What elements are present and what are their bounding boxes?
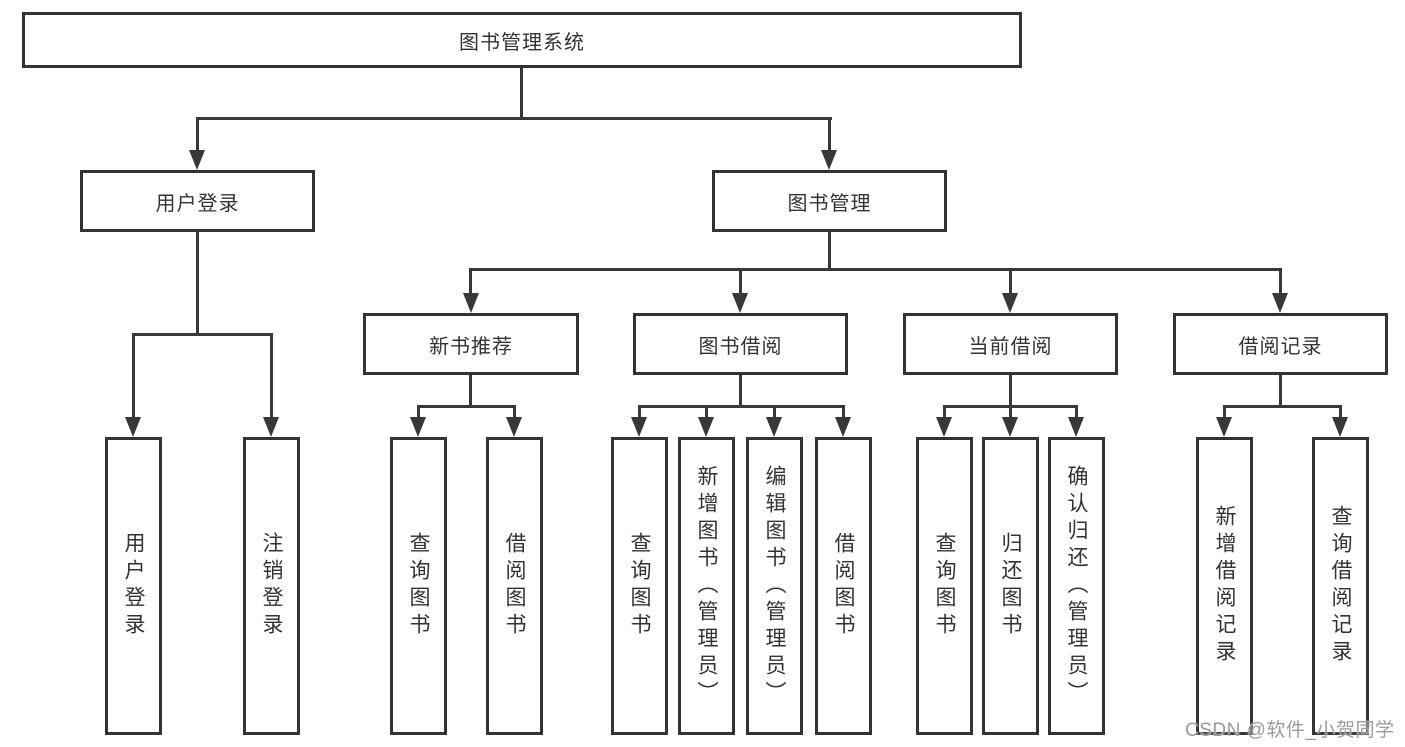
node-borrow-record: 借阅记录 <box>1173 313 1388 375</box>
connector-book-borrow-branch-1 <box>638 405 641 419</box>
arrow-down-icon <box>263 417 279 437</box>
connector-book-borrow-branch-3 <box>773 405 776 419</box>
arrow-down-icon <box>631 417 647 437</box>
connector-book-mgmt-branch-3 <box>1009 268 1012 295</box>
connector-root-branch-right <box>828 117 831 152</box>
connector-book-borrow-bus <box>638 405 845 408</box>
connector-borrow-record-branch-2 <box>1339 405 1342 419</box>
arrow-down-icon <box>506 417 522 437</box>
connector-user-login-branch-1 <box>132 333 135 418</box>
node-current-borrow: 当前借阅 <box>903 313 1118 375</box>
connector-new-book-stem <box>469 375 472 407</box>
arrow-down-icon <box>766 417 782 437</box>
connector-book-borrow-stem <box>739 375 742 407</box>
leaf-return-book-label: 归还图书 <box>999 532 1022 640</box>
arrow-down-icon <box>189 150 205 170</box>
connector-book-borrow-branch-2 <box>705 405 708 419</box>
connector-new-book-branch-2 <box>513 405 516 419</box>
csdn-watermark: CSDN @软件_小贺同学 <box>1185 720 1395 741</box>
leaf-add-borrow-record-label: 新增借阅记录 <box>1213 505 1236 667</box>
arrow-down-icon <box>1002 293 1018 313</box>
node-book-borrow-label: 图书借阅 <box>698 335 783 358</box>
connector-root-branch-left <box>196 117 199 152</box>
connector-user-login-bus <box>132 333 273 336</box>
leaf-query-borrow-record: 查询借阅记录 <box>1312 437 1369 735</box>
connector-book-mgmt-bus <box>469 268 1282 271</box>
leaf-return-book: 归还图书 <box>982 437 1039 735</box>
node-book-borrow: 图书借阅 <box>633 313 848 375</box>
arrow-down-icon <box>463 293 479 313</box>
connector-current-borrow-branch-1 <box>943 405 946 419</box>
node-book-management: 图书管理 <box>712 170 947 232</box>
leaf-confirm-return-admin: 确认归还（管理员） <box>1048 437 1105 735</box>
leaf-edit-book-admin-label: 编辑图书（管理员） <box>763 464 786 708</box>
arrow-down-icon <box>1272 293 1288 313</box>
arrow-down-icon <box>1068 417 1084 437</box>
leaf-logout-label: 注销登录 <box>260 532 283 640</box>
arrow-down-icon <box>732 293 748 313</box>
leaf-borrow-book-recommend: 借阅图书 <box>486 437 543 735</box>
leaf-borrow-book-recommend-label: 借阅图书 <box>503 532 526 640</box>
node-borrow-record-label: 借阅记录 <box>1238 335 1323 358</box>
arrow-down-icon <box>410 417 426 437</box>
connector-book-mgmt-branch-2 <box>739 268 742 295</box>
node-book-management-label: 图书管理 <box>787 192 872 215</box>
arrow-down-icon <box>1216 417 1232 437</box>
connector-user-login-branch-2 <box>270 333 273 418</box>
connector-root-stem <box>520 68 523 119</box>
connector-book-borrow-branch-4 <box>842 405 845 419</box>
connector-borrow-record-bus <box>1223 405 1342 408</box>
arrow-down-icon <box>1002 417 1018 437</box>
leaf-query-book-current: 查询图书 <box>916 437 973 735</box>
connector-root-bus <box>196 117 832 120</box>
connector-current-borrow-stem <box>1009 375 1012 407</box>
arrow-down-icon <box>1332 417 1348 437</box>
connector-user-login-stem <box>196 232 199 335</box>
connector-new-book-branch-1 <box>417 405 420 419</box>
connector-current-borrow-branch-3 <box>1075 405 1078 419</box>
leaf-query-book-recommend-label: 查询图书 <box>407 532 430 640</box>
leaf-query-book-current-label: 查询图书 <box>933 532 956 640</box>
connector-borrow-record-branch-1 <box>1223 405 1226 419</box>
node-new-book-recommend-label: 新书推荐 <box>429 335 513 358</box>
node-root: 图书管理系统 <box>22 12 1022 68</box>
node-root-label: 图书管理系统 <box>459 31 585 54</box>
leaf-add-book-admin-label: 新增图书（管理员） <box>695 464 718 708</box>
leaf-logout: 注销登录 <box>243 437 300 735</box>
leaf-query-book-borrow: 查询图书 <box>611 437 668 735</box>
leaf-borrow-book: 借阅图书 <box>815 437 872 735</box>
node-current-borrow-label: 当前借阅 <box>968 335 1053 358</box>
leaf-query-borrow-record-label: 查询借阅记录 <box>1329 505 1352 667</box>
connector-borrow-record-stem <box>1279 375 1282 407</box>
leaf-borrow-book-label: 借阅图书 <box>832 532 855 640</box>
leaf-confirm-return-admin-label: 确认归还（管理员） <box>1065 464 1088 708</box>
node-new-book-recommend: 新书推荐 <box>363 313 579 375</box>
leaf-edit-book-admin: 编辑图书（管理员） <box>746 437 803 735</box>
leaf-add-borrow-record: 新增借阅记录 <box>1196 437 1253 735</box>
connector-new-book-bus <box>417 405 516 408</box>
leaf-query-book-borrow-label: 查询图书 <box>628 532 651 640</box>
arrow-down-icon <box>936 417 952 437</box>
connector-current-borrow-branch-2 <box>1009 405 1012 419</box>
arrow-down-icon <box>698 417 714 437</box>
connector-book-mgmt-branch-1 <box>469 268 472 295</box>
arrow-down-icon <box>125 417 141 437</box>
leaf-add-book-admin: 新增图书（管理员） <box>678 437 735 735</box>
node-user-login: 用户登录 <box>80 170 315 232</box>
node-user-login-label: 用户登录 <box>155 192 240 215</box>
leaf-query-book-recommend: 查询图书 <box>390 437 447 735</box>
connector-book-mgmt-stem <box>828 232 831 270</box>
leaf-user-login-label: 用户登录 <box>122 532 145 640</box>
leaf-user-login: 用户登录 <box>105 437 162 735</box>
arrow-down-icon <box>821 150 837 170</box>
connector-book-mgmt-branch-4 <box>1279 268 1282 295</box>
arrow-down-icon <box>835 417 851 437</box>
